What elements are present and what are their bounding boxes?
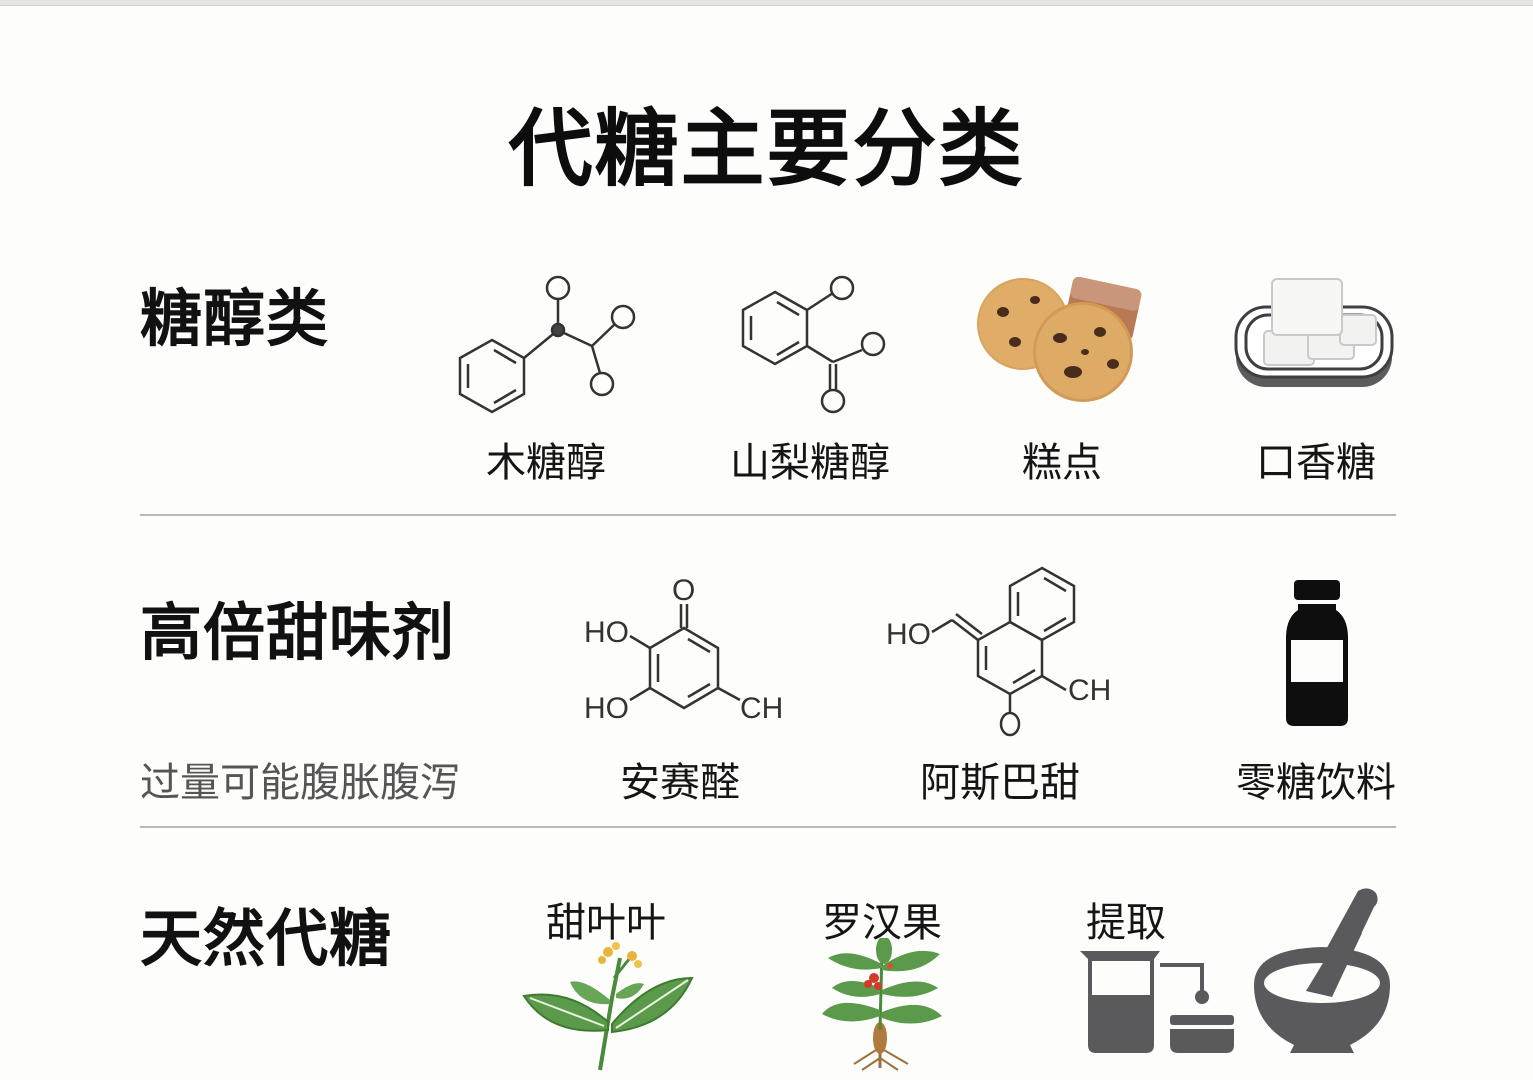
category-sugar-alcohols-label: 糖醇类 — [140, 282, 330, 355]
top-bar — [0, 0, 1533, 6]
item-label-xylitol: 木糖醇 — [486, 440, 606, 486]
divider-1 — [140, 514, 1396, 516]
category-high-intensity-label: 高倍甜味剂 — [140, 596, 456, 669]
acesulfame-structure-icon: O HO HO CH — [580, 572, 790, 732]
item-label-chewing-gum: 口香糖 — [1256, 440, 1376, 486]
aspartame-structure-icon: HO CH — [882, 562, 1122, 742]
divider-2 — [140, 826, 1396, 828]
item-label-extraction: 提取 — [1086, 900, 1166, 946]
sorbitol-structure-icon — [735, 270, 895, 420]
gum-tray-icon — [1232, 275, 1397, 395]
item-label-stevia: 甜叶叶 — [546, 900, 666, 946]
monk-fruit-plant-icon — [818, 938, 946, 1073]
item-label-pastry: 糕点 — [1022, 440, 1102, 486]
xylitol-structure-icon — [452, 270, 642, 420]
item-label-sorbitol: 山梨糖醇 — [730, 440, 890, 486]
beaker-extraction-icon — [1078, 945, 1238, 1055]
svg-text:HO: HO — [886, 618, 931, 651]
category-natural-label: 天然代糖 — [140, 902, 393, 975]
category-warning-note: 过量可能腹胀腹泻 — [140, 760, 460, 806]
bottle-icon — [1282, 578, 1352, 728]
svg-text:HO: HO — [584, 616, 629, 649]
item-label-aspartame: 阿斯巴甜 — [920, 760, 1080, 806]
mortar-pestle-icon — [1250, 885, 1395, 1060]
svg-text:HO: HO — [584, 692, 629, 725]
item-label-zero-sugar-drink: 零糖饮料 — [1236, 760, 1396, 806]
cookies-icon — [975, 272, 1145, 402]
page-title: 代糖主要分类 — [508, 100, 1025, 198]
stevia-plant-icon — [520, 938, 695, 1073]
svg-text:CH: CH — [1068, 674, 1111, 707]
item-label-acesulfame: 安赛醛 — [620, 760, 740, 806]
svg-text:O: O — [672, 574, 695, 607]
svg-text:CH: CH — [740, 692, 783, 725]
